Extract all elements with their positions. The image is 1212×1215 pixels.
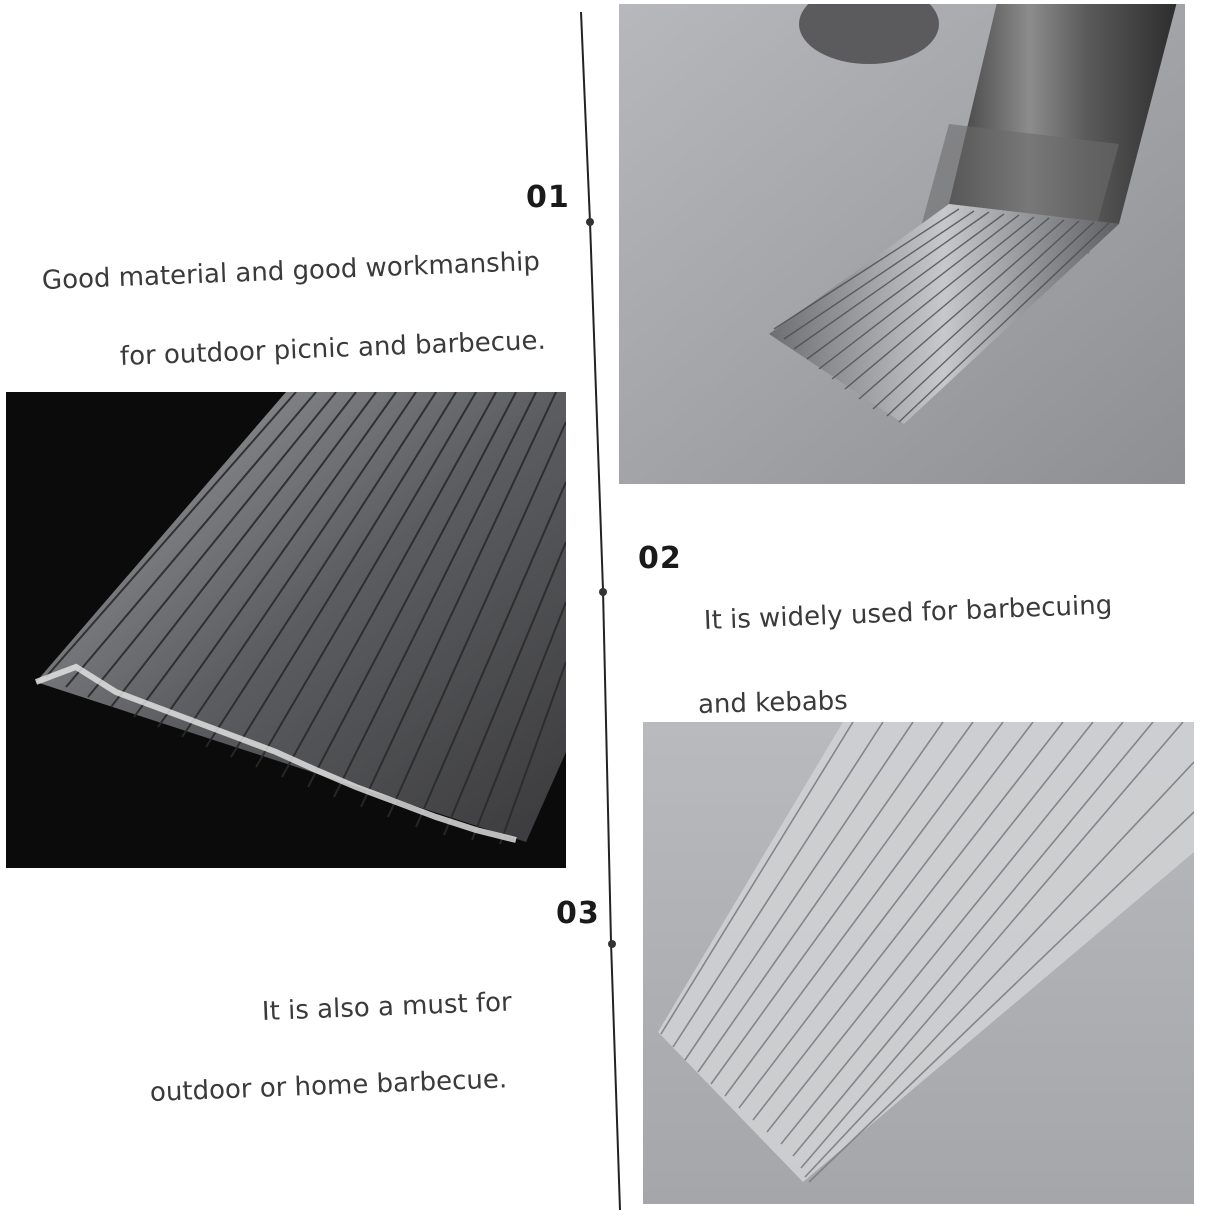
feature-02-caption-line-1: It is widely used for barbecuing [703, 590, 1113, 636]
timeline-dot-02 [599, 588, 607, 596]
product-photo-skewer-fan [643, 722, 1194, 1204]
feature-number-03: 03 [556, 896, 600, 931]
feature-01-caption-line-1: Good material and good workmanship [41, 246, 541, 296]
feature-03-caption-line-1: It is also a must for [261, 987, 513, 1027]
product-photo-skewer-bundle [619, 4, 1185, 484]
timeline-dot-01 [586, 218, 594, 226]
feature-02-caption-line-2: and kebabs [697, 686, 849, 720]
product-photo-skewer-tips [6, 392, 566, 868]
timeline-dot-03 [608, 940, 616, 948]
feature-01-caption-line-2: for outdoor picnic and barbecue. [119, 325, 547, 372]
feature-number-01: 01 [526, 180, 570, 215]
feature-03-caption-line-2: outdoor or home barbecue. [149, 1064, 508, 1108]
feature-number-02: 02 [638, 541, 682, 576]
